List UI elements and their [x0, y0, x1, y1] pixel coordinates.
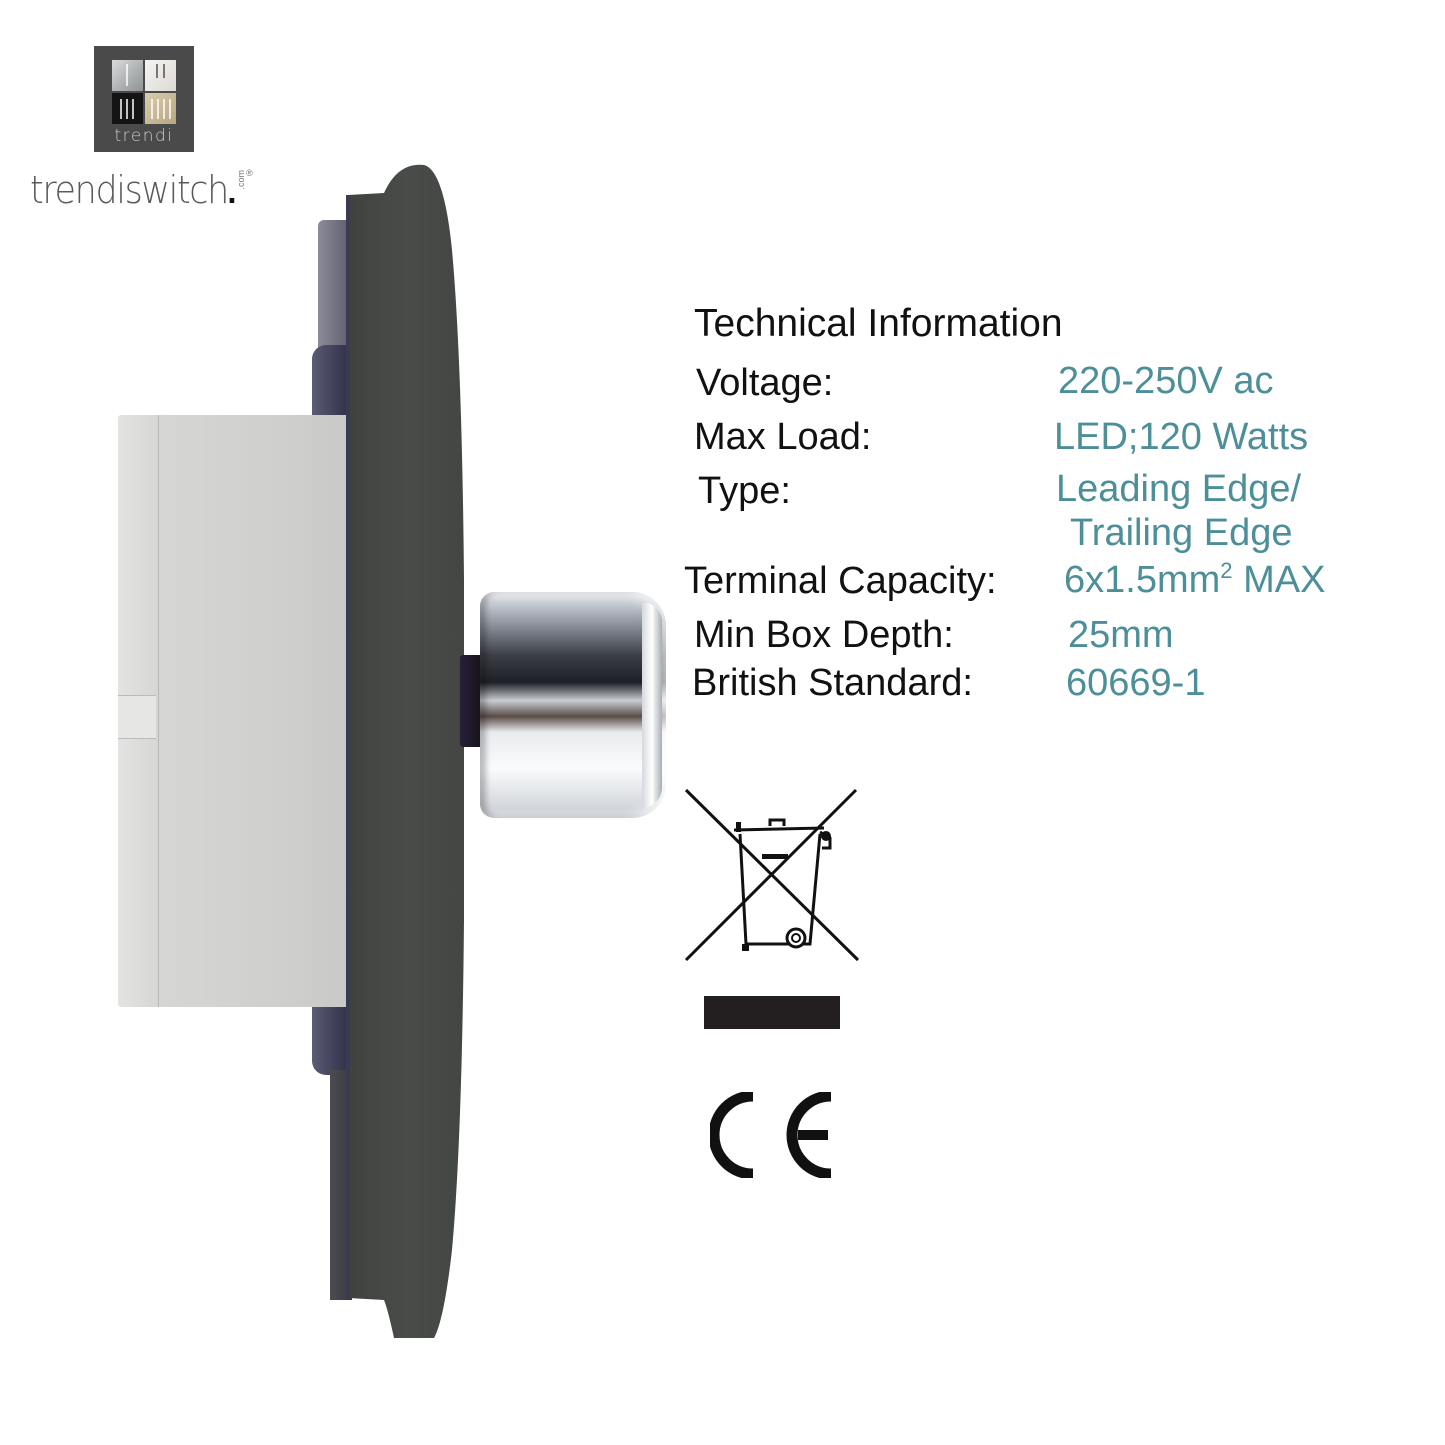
brand-name-text: trendiswitch: [30, 168, 229, 212]
face-plate: [346, 164, 464, 1338]
logo-tile-black: [112, 93, 143, 124]
back-box-notch: [118, 695, 156, 739]
terminal-capacity-suffix: MAX: [1232, 559, 1326, 601]
logo-word: trendi: [114, 126, 174, 146]
back-box-seam: [158, 415, 159, 1007]
weee-bar: [704, 996, 840, 1029]
voltage-value: 220-250V ac: [1058, 360, 1274, 402]
terminal-capacity-number: 6x1.5mm: [1064, 559, 1221, 601]
logo-tile-white: [145, 60, 176, 91]
type-value-line1: Leading Edge/: [1056, 468, 1302, 510]
voltage-label: Voltage:: [696, 362, 834, 404]
dimmer-knob: [480, 592, 666, 818]
british-standard-value: 60669-1: [1066, 662, 1206, 704]
brand-dot: [229, 198, 235, 203]
trendi-logo: trendi: [94, 46, 194, 152]
type-value-line2: Trailing Edge: [1070, 512, 1293, 554]
terminal-capacity-value: 6x1.5mm2 MAX: [1064, 558, 1325, 602]
brand-name: trendiswitch: [30, 168, 235, 212]
crossed-out-wheelie-bin-icon: [684, 788, 860, 962]
ce-mark-icon: [710, 1092, 832, 1178]
logo-tile-gold: [145, 93, 176, 124]
min-box-depth-value: 25mm: [1068, 614, 1174, 656]
max-load-label: Max Load:: [694, 416, 872, 458]
british-standard-label: British Standard:: [692, 662, 973, 704]
brand-domain-suffix: .com: [236, 170, 246, 190]
logo-tile-grid: [112, 60, 176, 124]
logo-tile-silver: [112, 60, 143, 91]
terminal-capacity-label: Terminal Capacity:: [684, 560, 997, 602]
registered-mark: ®: [246, 168, 253, 178]
dimmer-knob-face: [642, 602, 662, 808]
tech-info-title: Technical Information: [694, 302, 1063, 345]
max-load-value: LED;120 Watts: [1054, 416, 1309, 458]
dimmer-back-box: [118, 415, 346, 1007]
type-label: Type:: [698, 470, 791, 512]
terminal-capacity-sup: 2: [1220, 558, 1233, 583]
min-box-depth-label: Min Box Depth:: [694, 614, 954, 656]
